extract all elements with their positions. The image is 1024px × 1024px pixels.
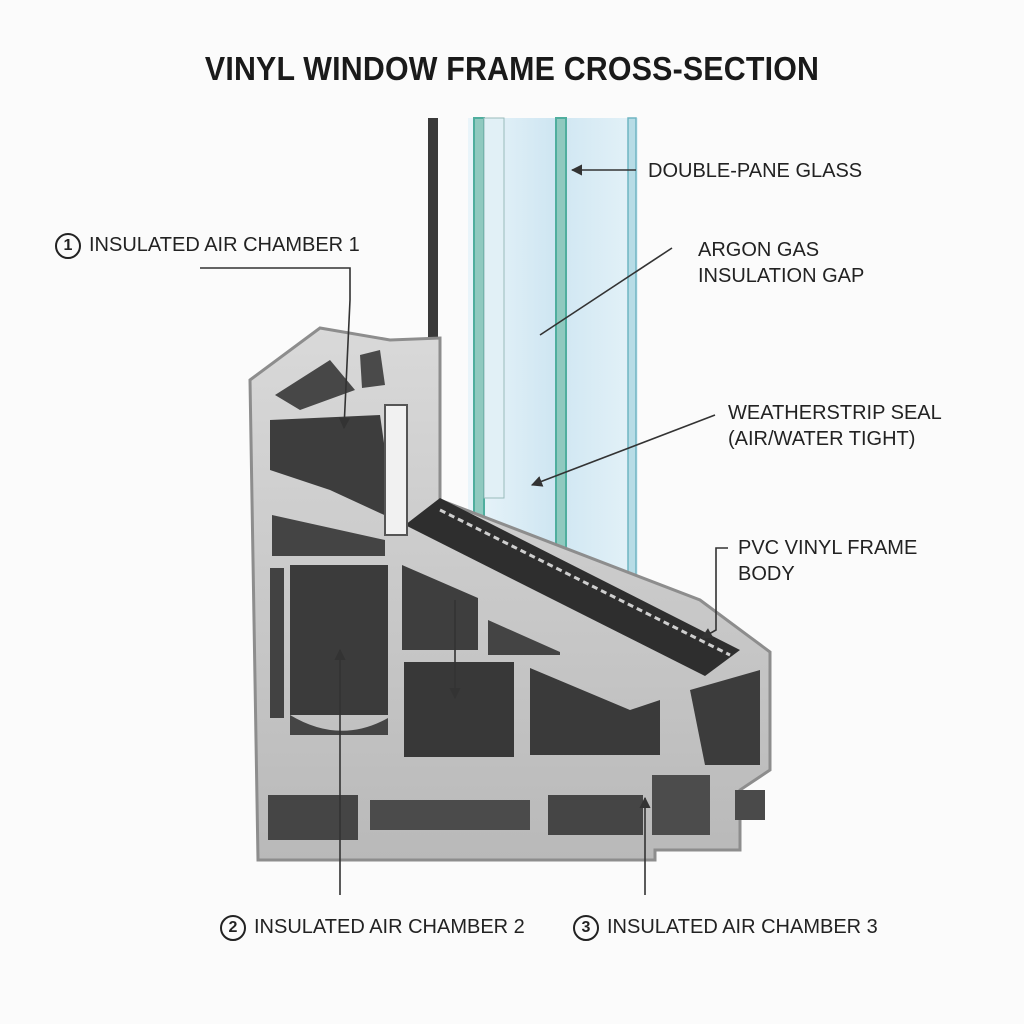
label-chamber-3-text: INSULATED AIR CHAMBER 3 (607, 916, 878, 938)
leader-argon (539, 247, 673, 336)
chamber-2b (272, 515, 385, 556)
label-argon-gas: ARGON GAS INSULATION GAP (698, 237, 864, 289)
seal-gasket-vertical (384, 404, 408, 536)
label-argon-line2: INSULATION GAP (698, 265, 865, 287)
pvc-frame (248, 326, 772, 862)
chamber-2-curve (290, 715, 388, 735)
label-seal-line1: WEATHERSTRIP SEAL (728, 402, 942, 424)
leader-seal (530, 414, 716, 487)
glass-pane-outer (428, 118, 438, 518)
chamber-right-notch (735, 790, 765, 820)
label-argon-line1: ARGON GAS (698, 239, 820, 261)
leader-pvc (701, 547, 728, 639)
glass-pane-1 (473, 117, 485, 549)
label-weatherstrip-seal: WEATHERSTRIP SEAL (AIR/WATER TIGHT) (728, 400, 942, 452)
bottom-chamber-4 (652, 775, 710, 835)
seal-dashes (439, 508, 731, 657)
bottom-chamber-1 (268, 795, 358, 840)
glass-spacer (483, 117, 505, 499)
label-pvc-line2: BODY (738, 563, 795, 585)
chamber-1 (270, 415, 395, 520)
label-chamber-2-text: INSULATED AIR CHAMBER 2 (254, 916, 525, 938)
label-pvc-line1: PVC VINYL FRAME (738, 537, 918, 559)
chamber-2 (290, 565, 388, 715)
label-double-pane-glass: DOUBLE-PANE GLASS (648, 160, 863, 182)
bottom-chamber-3 (548, 795, 643, 835)
chamber-top-b (360, 350, 385, 388)
chamber-3b (404, 662, 514, 757)
glass-pane-2 (555, 117, 567, 574)
weatherstrip-strip (405, 498, 740, 676)
leader-chamber-1 (200, 267, 351, 430)
chamber-2-number-badge: 2 (220, 915, 246, 941)
label-chamber-1: 1 INSULATED AIR CHAMBER 1 (55, 232, 360, 259)
label-chamber-2: 2 INSULATED AIR CHAMBER 2 (220, 914, 525, 941)
label-seal-line2: (AIR/WATER TIGHT) (728, 428, 916, 450)
label-chamber-3: 3 INSULATED AIR CHAMBER 3 (573, 914, 878, 941)
chamber-top-a (275, 360, 355, 410)
chamber-3d (530, 668, 660, 755)
label-pvc-frame-body: PVC VINYL FRAME BODY (738, 535, 917, 587)
diagram-title: VINYL WINDOW FRAME CROSS-SECTION (204, 50, 820, 87)
label-chamber-1-text: INSULATED AIR CHAMBER 1 (89, 234, 360, 256)
chamber-right (690, 670, 760, 765)
leader-lines (200, 164, 728, 895)
chamber-3c (488, 620, 560, 655)
chamber-3a (402, 565, 478, 650)
bottom-chamber-2 (370, 800, 530, 830)
glass-pane-3 (627, 117, 637, 589)
chamber-3-number-badge: 3 (573, 915, 599, 941)
chamber-left-small (270, 568, 284, 718)
chamber-1-number-badge: 1 (55, 233, 81, 259)
